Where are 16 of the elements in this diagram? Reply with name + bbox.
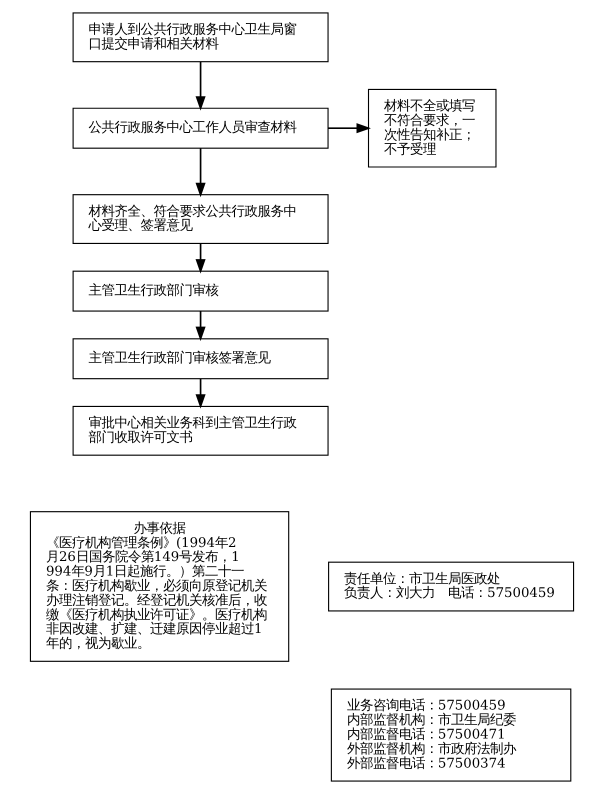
node-box: 业务咨询电话：57500459 内部监督机构：市卫生局纪委 内部监督电话：57500471 外部监督机构：市政府法制办 外部监督电话：57500374 (330, 688, 571, 782)
node-box: 审批中心相关业务科到主管卫生行政部门收取许可文书 (72, 406, 328, 456)
arrow (195, 311, 206, 342)
arrow (328, 123, 370, 134)
node-box: 主管卫生行政部门审核签署意见 (72, 338, 328, 380)
node-box: 材料不全或填写不符合要求，一次性告知补正；不予受理 (367, 88, 496, 168)
arrow (195, 378, 206, 409)
arrow (195, 148, 206, 198)
arrow (195, 62, 206, 111)
node-box: 主管卫生行政部门审核 (72, 270, 328, 312)
node-box: 公共行政服务中心工作人员审查材料 (72, 108, 328, 149)
node-box: 申请人到公共行政服务中心卫生局窗口提交申请和相关材料 (72, 12, 328, 62)
node-box: 材料齐全、符合要求公共行政服务中心受理、签署意见 (72, 194, 328, 244)
node-box: 办事依据 《医疗机构管理条例》(1994年2月26日国务院令第149号发布，1994年9月1日起施行。）第二十一条：医疗机构歇业，必须向原登记机关办理注销登记。经登记机关核准后，收缴《医疗机构执业许可证》。医疗机构非因改建、扩建、迁建原因停业超过1年的，视为歇业。 (29, 511, 289, 662)
node-box: 责任单位：市卫生局医政处 负责人：刘大力 电话：57500459 (328, 562, 574, 612)
arrow (195, 244, 206, 274)
